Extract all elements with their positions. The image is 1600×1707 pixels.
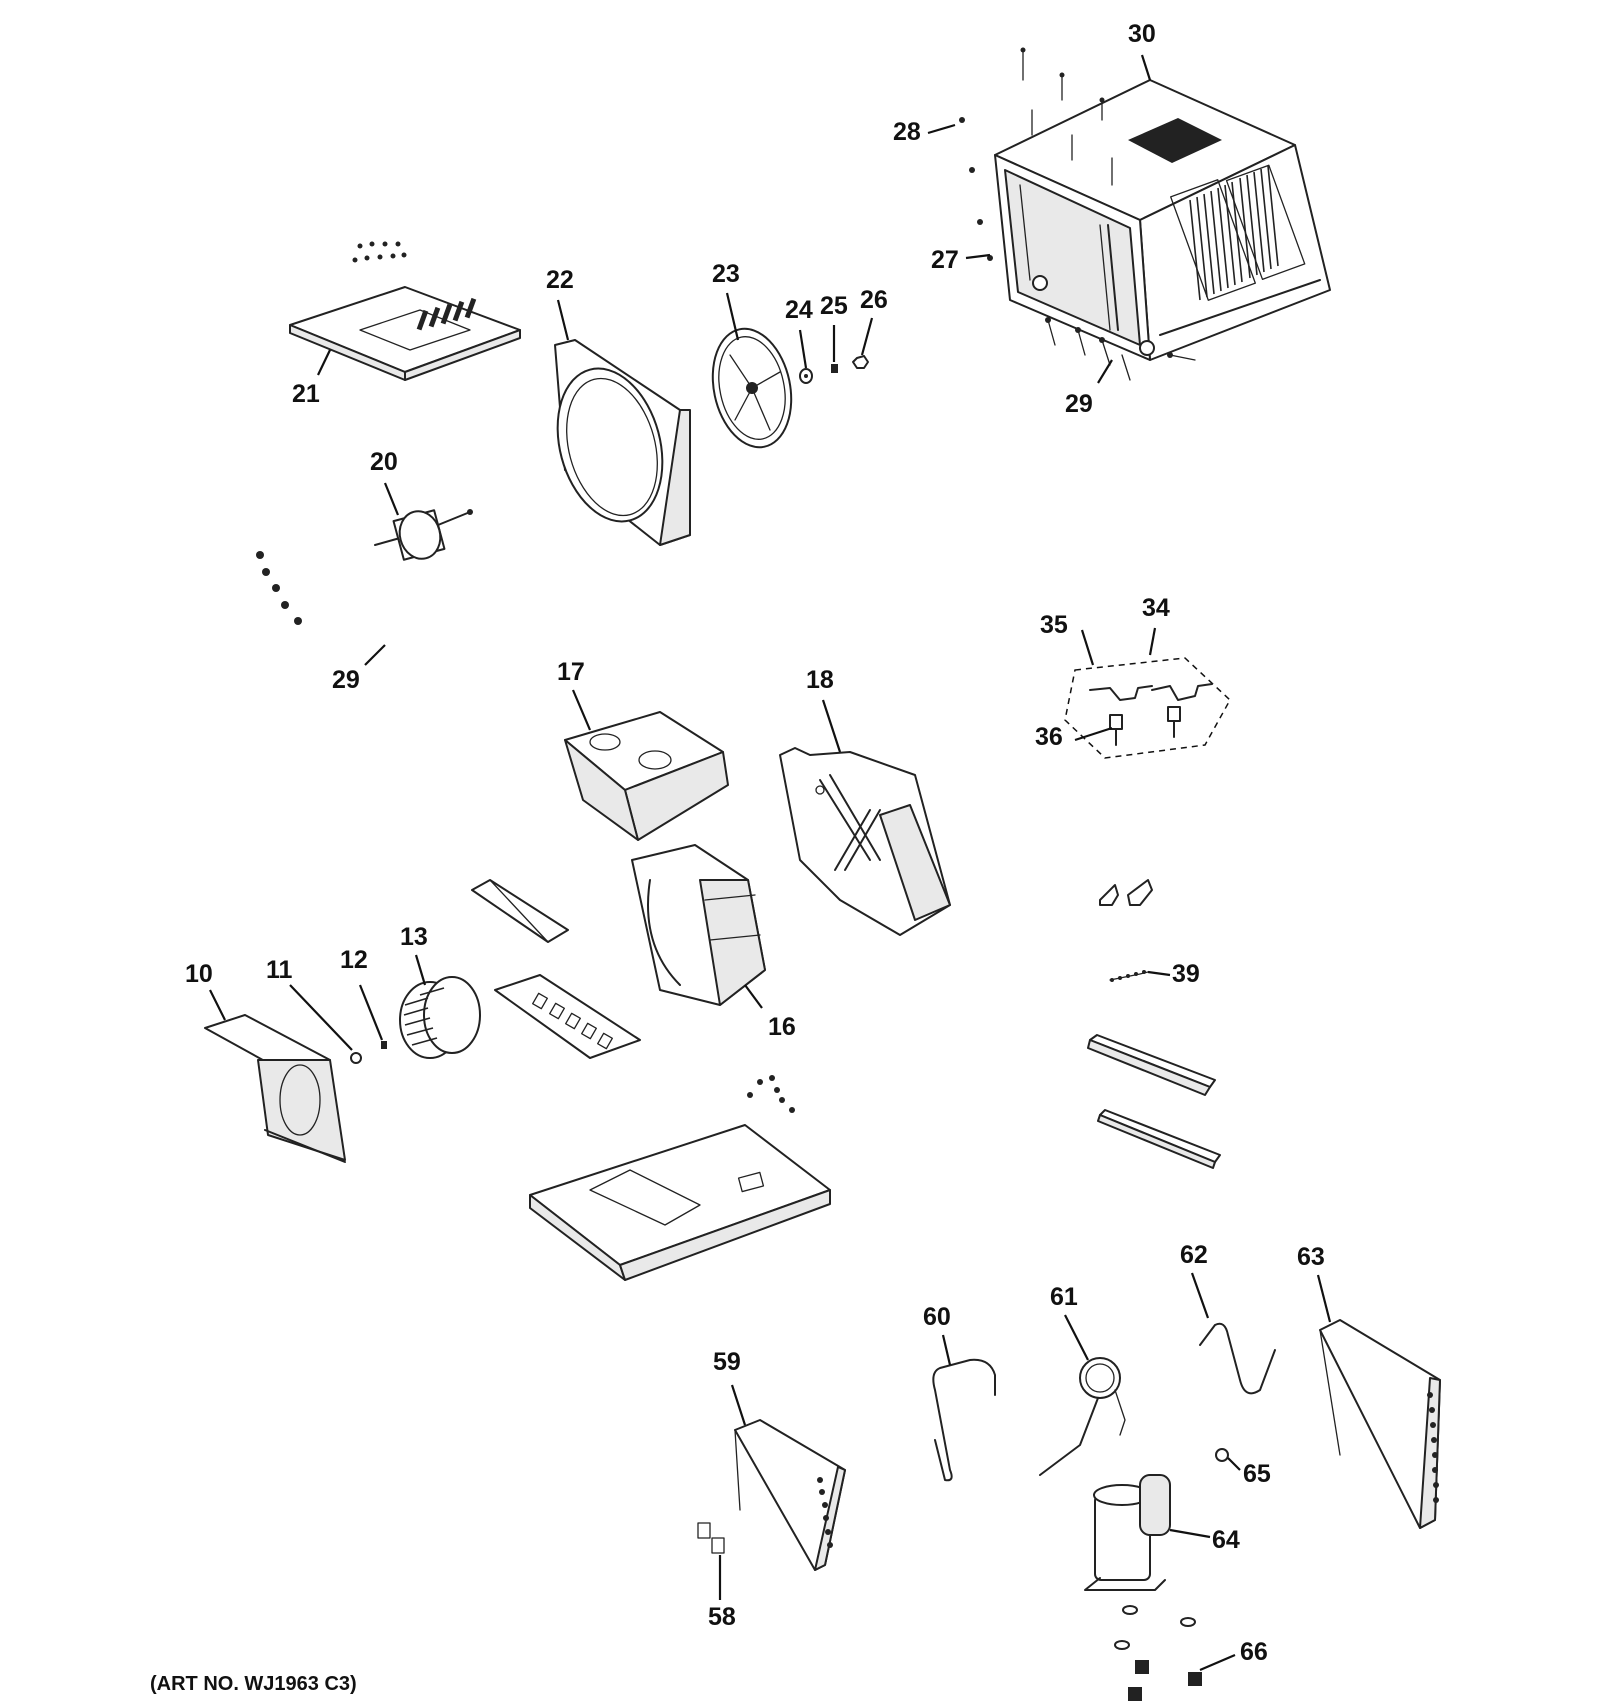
part-63-condenser[interactable]	[1319, 1319, 1441, 1529]
part-10-panel[interactable]	[204, 1014, 346, 1163]
callout-18: 18	[806, 666, 834, 694]
callout-58: 58	[708, 1603, 736, 1631]
callout-26: 26	[860, 286, 888, 314]
part-26-nut[interactable]	[852, 355, 869, 369]
part-30-cabinet[interactable]	[959, 47, 1331, 381]
rail-strip-lower[interactable]	[1097, 1109, 1221, 1169]
part-59-evaporator[interactable]	[734, 1419, 846, 1571]
callout-20: 20	[370, 448, 398, 476]
callout-29-cabinet: 29	[1065, 390, 1093, 418]
part-34-brace-kit[interactable]	[1064, 657, 1231, 759]
callout-17: 17	[557, 658, 585, 686]
callout-60: 60	[923, 1303, 951, 1331]
callout-22: 22	[546, 266, 574, 294]
callout-16: 16	[768, 1013, 796, 1041]
callout-28: 28	[893, 118, 921, 146]
part-11-washer[interactable]	[350, 1052, 362, 1064]
part-61-capillary-tube[interactable]	[1039, 1357, 1126, 1476]
callout-24: 24	[785, 296, 813, 324]
callout-11: 11	[266, 956, 293, 984]
part-13-blower-wheel[interactable]	[399, 976, 481, 1059]
part-24-washer[interactable]	[799, 368, 813, 384]
part-16-blower-housing[interactable]	[631, 844, 766, 1006]
callout-61: 61	[1050, 1283, 1078, 1311]
callout-34: 34	[1142, 594, 1170, 622]
callout-64: 64	[1212, 1526, 1240, 1554]
part-21-top-panel[interactable]	[289, 241, 521, 381]
callout-66: 66	[1240, 1638, 1268, 1666]
callout-labels: 30 28 27 29 21 22 23 24 25 26 20 29 35 3…	[185, 20, 1325, 1666]
callout-62: 62	[1180, 1241, 1208, 1269]
part-60-tube[interactable]	[932, 1358, 996, 1482]
leader-lines	[209, 54, 1332, 1672]
part-12-clip[interactable]	[381, 1041, 387, 1049]
callout-36: 36	[1035, 723, 1063, 751]
part-36-bolt[interactable]	[1109, 706, 1181, 746]
plate-upper[interactable]	[471, 879, 569, 943]
callout-29-motor: 29	[332, 666, 360, 694]
callout-65: 65	[1243, 1460, 1271, 1488]
part-66-grommets[interactable]	[1114, 1605, 1202, 1701]
callout-12: 12	[340, 946, 368, 974]
part-23-condenser-fan[interactable]	[702, 321, 801, 454]
mounting-brackets[interactable]	[1099, 879, 1153, 906]
callout-27: 27	[931, 246, 959, 274]
part-17-cover[interactable]	[564, 711, 729, 841]
part-18-control-bracket[interactable]	[779, 747, 951, 936]
part-58-clips[interactable]	[697, 1522, 725, 1554]
callout-25: 25	[820, 292, 848, 320]
callout-13: 13	[400, 923, 428, 951]
callout-35: 35	[1040, 611, 1068, 639]
part-25-nut[interactable]	[831, 364, 838, 373]
callout-39: 39	[1172, 960, 1200, 988]
callout-63: 63	[1297, 1243, 1325, 1271]
rail-strip-upper[interactable]	[1087, 1034, 1216, 1096]
base-pan[interactable]	[529, 1075, 831, 1281]
part-39-screws[interactable]	[1109, 970, 1149, 982]
callout-10: 10	[185, 960, 213, 988]
part-20-fan-motor[interactable]	[256, 507, 473, 625]
part-64-compressor[interactable]	[1084, 1474, 1171, 1591]
part-62-tube[interactable]	[1199, 1322, 1276, 1395]
art-number: (ART NO. WJ1963 C3)	[150, 1673, 357, 1695]
callout-30: 30	[1128, 20, 1156, 48]
part-65-overload[interactable]	[1215, 1448, 1229, 1462]
callout-23: 23	[712, 260, 740, 288]
plate-lower[interactable]	[494, 974, 641, 1059]
callout-59: 59	[713, 1348, 741, 1376]
callout-21: 21	[292, 380, 320, 408]
part-22-shroud[interactable]	[542, 339, 691, 546]
